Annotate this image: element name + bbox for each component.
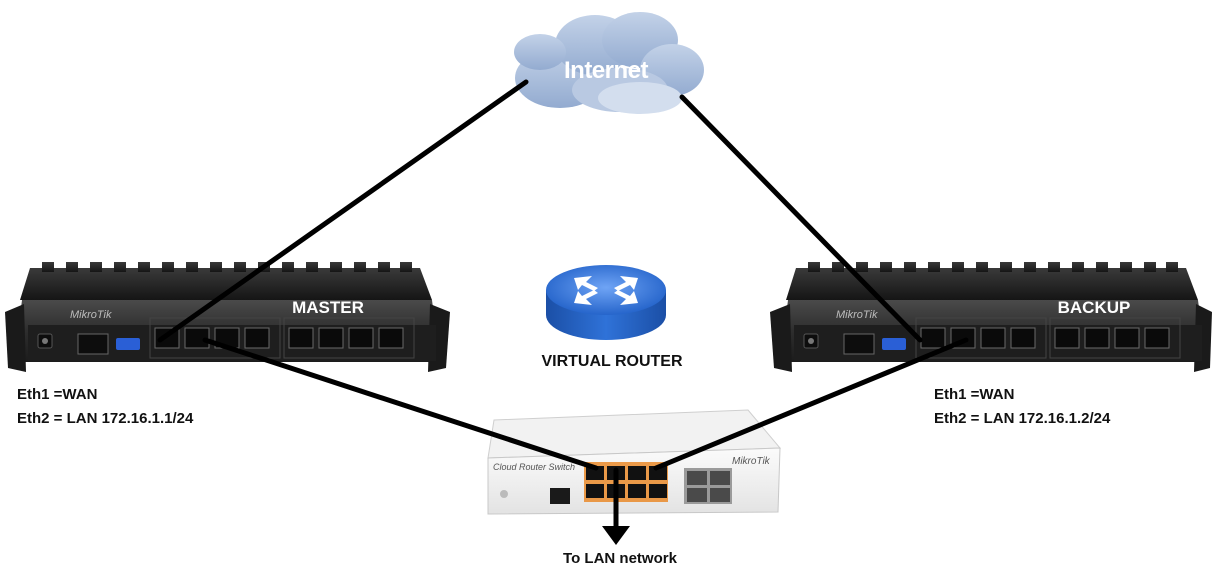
network-links (157, 79, 969, 533)
switch-brand: MikroTik (732, 456, 771, 467)
backup-heatsink (786, 262, 1198, 300)
virtual-router: VIRTUAL ROUTER (541, 265, 683, 370)
internet-label: Internet (564, 57, 649, 84)
backup-port-group-2 (1049, 317, 1181, 359)
link-backup-switch (653, 337, 969, 471)
master-brand: MikroTik (70, 309, 112, 321)
internet-cloud: Internet (514, 12, 704, 114)
backup-eth1-label: Eth1 =WAN (934, 386, 1014, 403)
link-internet-master (157, 79, 529, 343)
router-icon (546, 265, 666, 340)
master-port-group-2 (283, 317, 415, 359)
lan-arrow-icon (602, 526, 630, 545)
backup-port-group-1 (915, 317, 1047, 359)
switch-sfp-ports (684, 468, 732, 504)
switch-title: Cloud Router Switch (493, 462, 575, 472)
master-router: MikroTik MASTER (5, 262, 450, 372)
backup-name-label: BACKUP (1058, 298, 1131, 317)
link-internet-backup (679, 94, 923, 343)
backup-eth2-label: Eth2 = LAN 172.16.1.2/24 (934, 410, 1111, 427)
master-name-label: MASTER (292, 298, 364, 317)
backup-brand: MikroTik (836, 309, 878, 321)
virtual-router-label: VIRTUAL ROUTER (541, 353, 682, 370)
master-eth2-label: Eth2 = LAN 172.16.1.1/24 (17, 410, 194, 427)
master-eth1-label: Eth1 =WAN (17, 386, 97, 403)
lan-label: To LAN network (563, 550, 678, 567)
cloud-icon (514, 12, 704, 114)
backup-router: MikroTik BACKUP (770, 262, 1212, 372)
cloud-router-switch: Cloud Router Switch MikroTik (487, 409, 782, 515)
link-master-switch (202, 337, 599, 471)
